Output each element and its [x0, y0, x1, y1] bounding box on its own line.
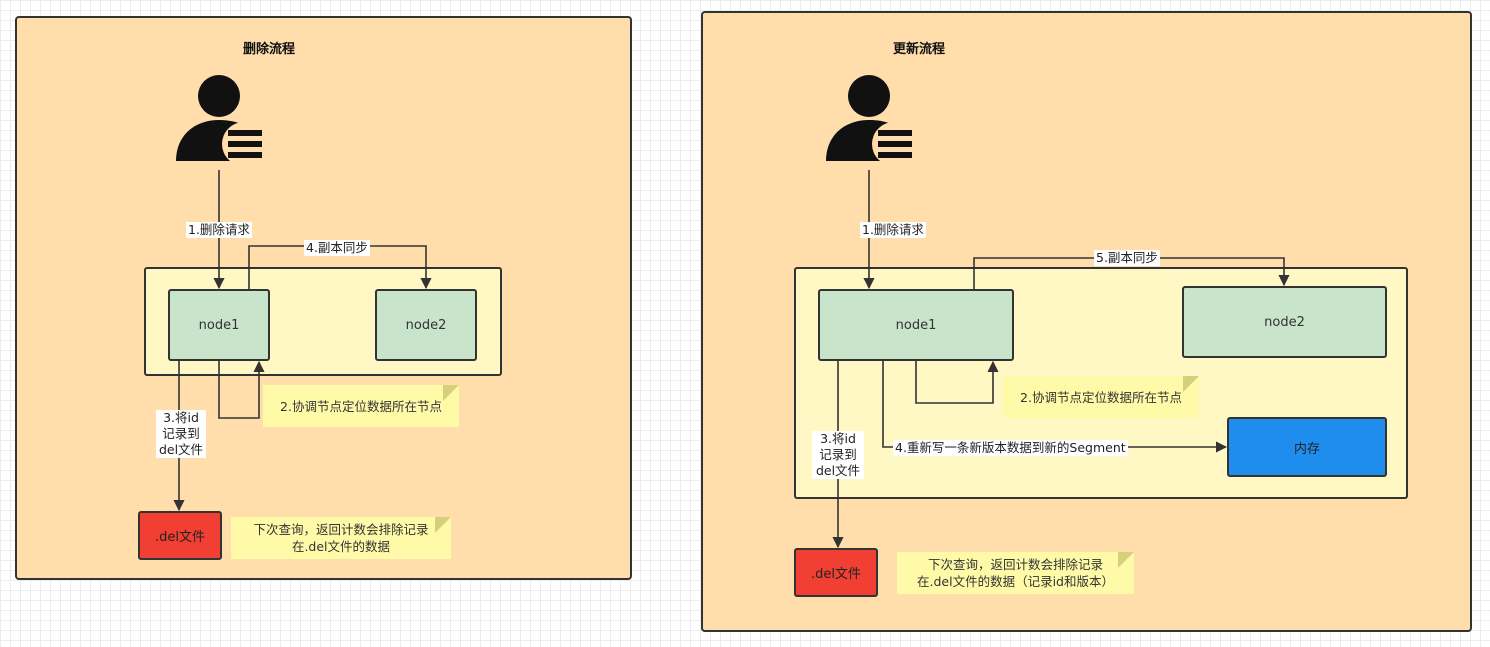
update-note-locate: 2.协调节点定位数据所在节点: [1003, 376, 1199, 418]
delete-edge-record-label: 3.将id 记录到 del文件: [156, 410, 206, 458]
update-edge-record-line3: del文件: [815, 463, 861, 478]
delete-node2[interactable]: node2: [375, 289, 477, 361]
update-note-locate-text: 2.协调节点定位数据所在节点: [1020, 389, 1182, 405]
update-note-query: 下次查询，返回计数会排除记录 在.del文件的数据（记录id和版本）: [897, 552, 1134, 594]
delete-edge-request-label: 1.删除请求: [186, 222, 252, 238]
delete-edge-record-line2: 记录到: [162, 426, 200, 441]
delete-edge-record-line3: del文件: [158, 442, 204, 457]
delete-note-locate: 2.协调节点定位数据所在节点: [263, 385, 459, 427]
update-edge-record-line1: 3.将id: [820, 431, 856, 446]
delete-note-query: 下次查询，返回计数会排除记录 在.del文件的数据: [231, 517, 451, 559]
delete-edge-record-line1: 3.将id: [163, 410, 199, 425]
delete-node1[interactable]: node1: [168, 289, 270, 361]
update-edge-record-label: 3.将id 记录到 del文件: [812, 431, 864, 479]
update-note-query-line2: 在.del文件的数据（记录id和版本）: [917, 574, 1114, 589]
update-node1[interactable]: node1: [818, 289, 1014, 361]
update-edge-record-line2: 记录到: [819, 447, 857, 462]
user-list-icon: [824, 74, 916, 166]
delete-del-file[interactable]: .del文件: [138, 511, 222, 560]
update-node2[interactable]: node2: [1182, 286, 1387, 358]
delete-flow-title: 删除流程: [243, 42, 296, 57]
delete-edge-sync-label: 4.副本同步: [304, 240, 370, 256]
delete-note-query-line1: 下次查询，返回计数会排除记录: [253, 522, 429, 537]
update-note-query-line1: 下次查询，返回计数会排除记录: [927, 557, 1103, 572]
delete-note-query-line2: 在.del文件的数据: [291, 539, 391, 554]
update-edge-request-label: 1.删除请求: [860, 222, 926, 238]
update-memory[interactable]: 内存: [1227, 417, 1387, 477]
user-list-icon: [174, 74, 266, 166]
update-edge-locate: [915, 360, 999, 404]
delete-edge-locate: [218, 360, 265, 419]
update-edge-rewrite-label: 4.重新写一条新版本数据到新的Segment: [893, 440, 1128, 456]
update-edge-sync-label: 5.副本同步: [1094, 250, 1160, 266]
delete-note-locate-text: 2.协调节点定位数据所在节点: [280, 398, 442, 414]
update-del-file[interactable]: .del文件: [794, 548, 878, 597]
update-flow-title: 更新流程: [893, 42, 946, 57]
update-edge-rewrite: [882, 361, 1228, 453]
